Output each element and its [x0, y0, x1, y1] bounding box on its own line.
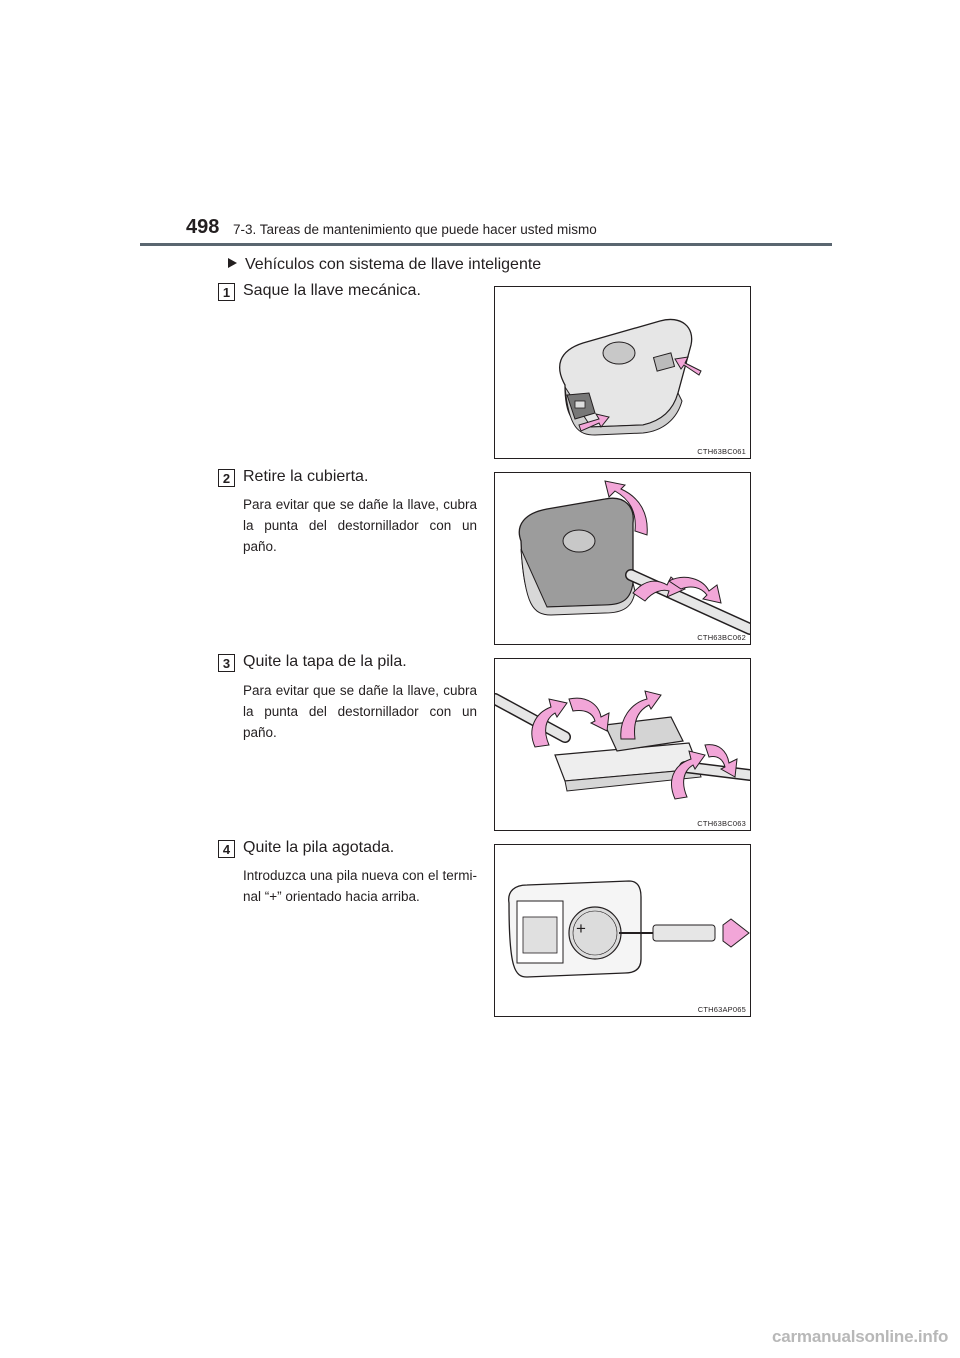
step-number-1: 1: [218, 283, 235, 301]
figure-code: CTH63BC062: [697, 633, 746, 642]
step-number-2: 2: [218, 469, 235, 487]
figure-remove-cover: CTH63BC062: [494, 472, 751, 645]
subheading: Vehículos con sistema de llave inteligen…: [228, 256, 541, 274]
step-note-4: Introduzca una pila nueva con el termi- …: [243, 868, 477, 904]
figure-code: CTH63BC063: [697, 819, 746, 828]
step-note-2: Para evitar que se dañe la llave, cubra …: [243, 497, 477, 554]
figure-replace-battery: + CTH63AP065: [494, 844, 751, 1017]
figure-remove-battery-cover: CTH63BC063: [494, 658, 751, 831]
step-number-4: 4: [218, 840, 235, 858]
figure-code: CTH63AP065: [697, 1005, 746, 1014]
triangle-bullet-icon: [228, 258, 237, 268]
step-number-3: 3: [218, 654, 235, 672]
header-rule: [140, 243, 832, 246]
section-title: 7-3. Tareas de mantenimiento que puede h…: [233, 222, 597, 237]
page-number: 498: [186, 216, 220, 238]
step-note-3: Para evitar que se dañe la llave, cubra …: [243, 683, 477, 740]
figure-code: CTH63BC061: [697, 447, 746, 456]
step-title-2: Retire la cubierta.: [243, 468, 369, 485]
battery-plus-sign: +: [576, 919, 586, 938]
step-title-3: Quite la tapa de la pila.: [243, 653, 407, 670]
step-title-4: Quite la pila agotada.: [243, 839, 395, 856]
subheading-text: Vehículos con sistema de llave inteligen…: [245, 256, 542, 273]
site-watermark: carmanualsonline.info: [772, 1327, 949, 1346]
step-title-1: Saque la llave mecánica.: [243, 282, 421, 299]
figure-remove-mechanical-key: CTH63BC061: [494, 286, 751, 459]
